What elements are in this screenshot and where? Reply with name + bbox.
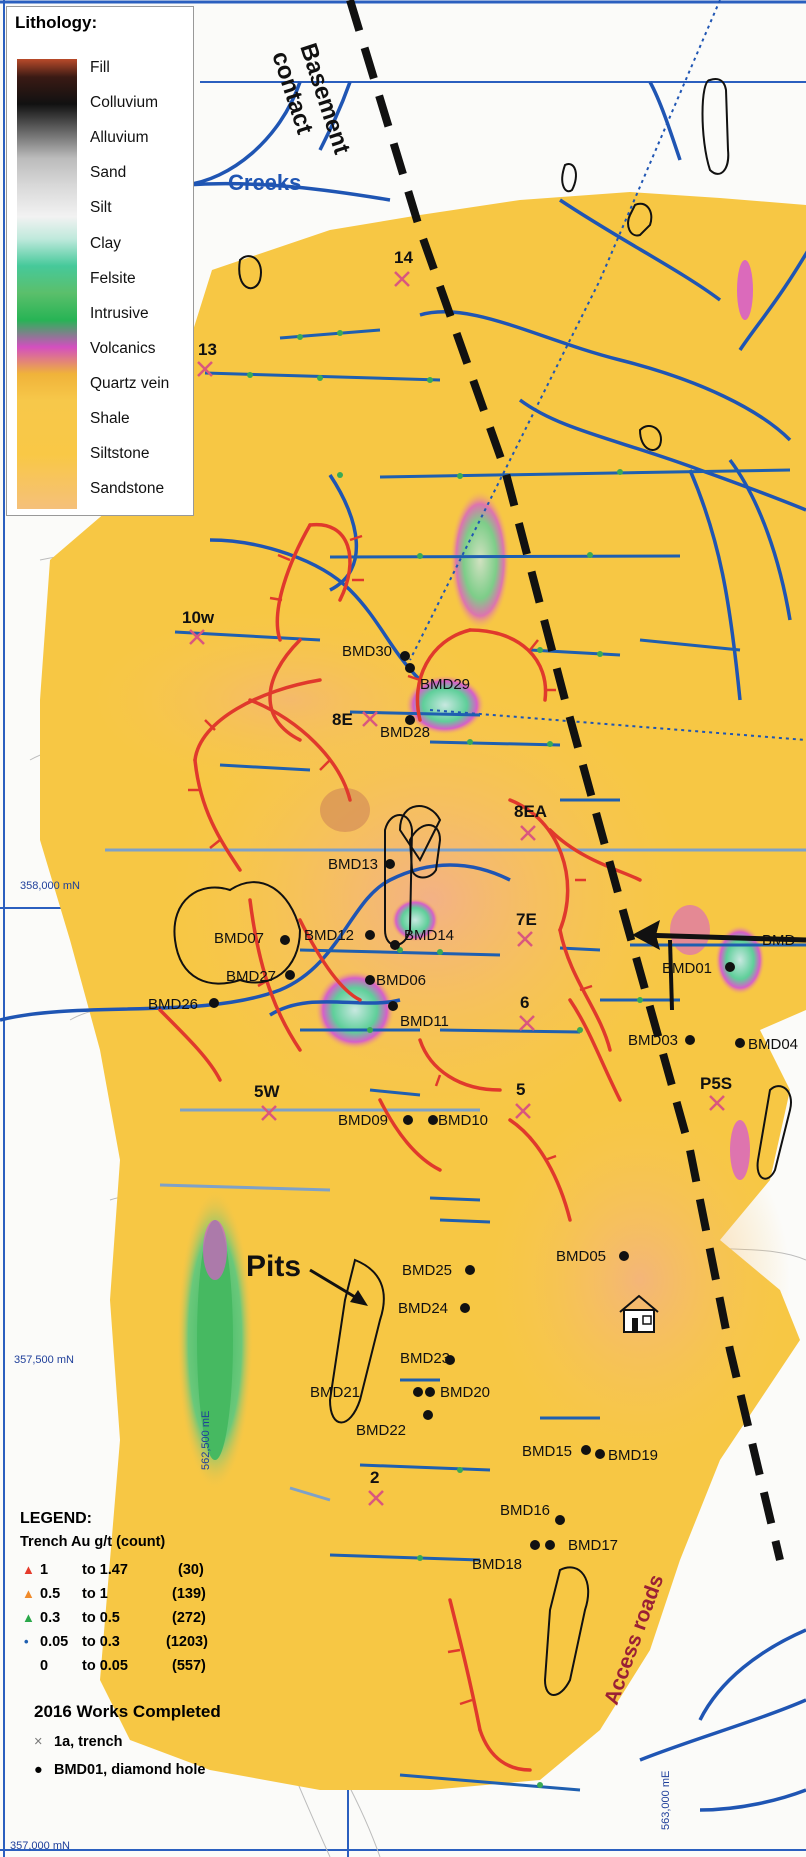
lithology-item: Sand xyxy=(90,164,127,181)
hole-label: BMD17 xyxy=(568,1537,619,1554)
creeks-label: Creeks xyxy=(228,170,302,195)
hole-label: BMD15 xyxy=(522,1443,573,1460)
trench-symbol-icon: × xyxy=(34,1734,43,1750)
basement-contact-line xyxy=(346,0,784,1561)
pits-arrow-head xyxy=(350,1290,368,1306)
lithology-legend: Lithology: Fill Colluvium Alluvium Sand … xyxy=(6,6,194,516)
legend-swatch: ▲ xyxy=(22,1562,35,1577)
hole-label: BMD26 xyxy=(148,996,199,1013)
coordinate-label: 562,500 mE xyxy=(200,1410,212,1470)
hole-label: BMD16 xyxy=(500,1502,551,1519)
works-title: 2016 Works Completed xyxy=(34,1702,221,1721)
hole-label: BMD06 xyxy=(376,972,427,989)
trench-label: 5W xyxy=(254,1082,280,1101)
trench-label: 2 xyxy=(370,1468,380,1487)
hole-label: BMD27 xyxy=(226,968,277,985)
trench-samples xyxy=(247,330,643,1788)
lithology-item: Felsite xyxy=(90,270,136,287)
hole-label: BMD28 xyxy=(380,724,431,741)
hole-label: BMD05 xyxy=(556,1248,607,1265)
lithology-item: Quartz vein xyxy=(90,375,170,392)
hole-label: BMD14 xyxy=(404,927,455,944)
trench-label: 13 xyxy=(198,340,217,359)
hole-label: BMD10 xyxy=(438,1112,489,1129)
coordinate-label: 563,000 mE xyxy=(660,1770,672,1830)
lithology-item: Siltstone xyxy=(90,445,150,462)
trench-lines xyxy=(105,328,806,1792)
hole-label: BMD18 xyxy=(472,1556,523,1573)
hole-label: BMD xyxy=(762,932,796,949)
hole-label: BMD13 xyxy=(328,856,379,873)
lithology-item: Volcanics xyxy=(90,340,156,357)
hole-label: BMD11 xyxy=(400,1013,449,1030)
coordinate-label: 358,000 mN xyxy=(20,880,80,892)
trench-label: 14 xyxy=(394,248,413,267)
hole-label: BMD22 xyxy=(356,1422,407,1439)
lithology-item: Silt xyxy=(90,199,112,216)
coordinate-label: 357,000 mN xyxy=(10,1840,70,1852)
legend-swatch: • xyxy=(24,1634,29,1649)
lithology-item: Clay xyxy=(90,235,122,252)
legend-swatch: ▲ xyxy=(22,1610,35,1625)
trench-label: 5 xyxy=(516,1080,526,1099)
pits-label: Pits xyxy=(246,1250,302,1283)
lithology-item: Colluvium xyxy=(90,94,159,111)
trench-label: 8EA xyxy=(514,802,548,821)
lithology-title: Lithology: xyxy=(15,13,98,32)
hole-label: BMD01 xyxy=(662,960,713,977)
lithology-item: Shale xyxy=(90,410,130,427)
trench-outline-hachures xyxy=(158,522,642,1772)
lithology-surface xyxy=(40,192,806,1790)
hole-label: BMD07 xyxy=(214,930,265,947)
coordinate-label: 357,500 mN xyxy=(14,1354,74,1366)
trench-label: 7E xyxy=(516,910,537,929)
trench-label: 10w xyxy=(182,608,215,627)
contact-arrow-head xyxy=(632,920,660,950)
legend-swatch: ▲ xyxy=(22,1586,35,1601)
hole-label: BMD29 xyxy=(420,676,471,693)
map-legend: LEGEND: Trench Au g/t (count) ▲ 1 to 1.4… xyxy=(20,1510,221,1778)
hachure-ticks xyxy=(188,534,593,1706)
trench-label: P5S xyxy=(700,1074,733,1093)
hole-label: BMD12 xyxy=(304,927,355,944)
hole-symbol-icon: ● xyxy=(34,1762,43,1778)
legend-title: LEGEND: xyxy=(20,1510,92,1527)
hole-label: BMD04 xyxy=(748,1036,799,1053)
lithology-item: Intrusive xyxy=(90,305,149,322)
lithology-item: Sandstone xyxy=(90,480,165,497)
contact-arrow-line xyxy=(639,932,806,943)
legend-subtitle: Trench Au g/t (count) xyxy=(20,1534,166,1550)
hole-label: BMD25 xyxy=(402,1262,453,1279)
lithology-color-ramp xyxy=(17,59,77,509)
lithology-item: Alluvium xyxy=(90,129,149,146)
trench-markers xyxy=(189,271,725,1506)
hole-label: BMD30 xyxy=(342,643,393,660)
hole-label: BMD03 xyxy=(628,1032,679,1049)
lithology-item: Fill xyxy=(90,59,110,76)
drill-hole-markers xyxy=(209,651,745,1550)
black-pits xyxy=(173,78,792,1696)
trench-label: 8E xyxy=(332,710,353,729)
hole-label: BMD23 xyxy=(400,1350,451,1367)
hole-label: BMD19 xyxy=(608,1447,659,1464)
hole-label: BMD24 xyxy=(398,1300,449,1317)
hole-label: BMD09 xyxy=(338,1112,389,1129)
house-icon xyxy=(619,1294,659,1333)
pits-arrow-line xyxy=(309,1268,361,1302)
hole-label: BMD21 xyxy=(310,1384,361,1401)
hole-label: BMD20 xyxy=(440,1384,491,1401)
trench-label: 6 xyxy=(520,993,530,1012)
